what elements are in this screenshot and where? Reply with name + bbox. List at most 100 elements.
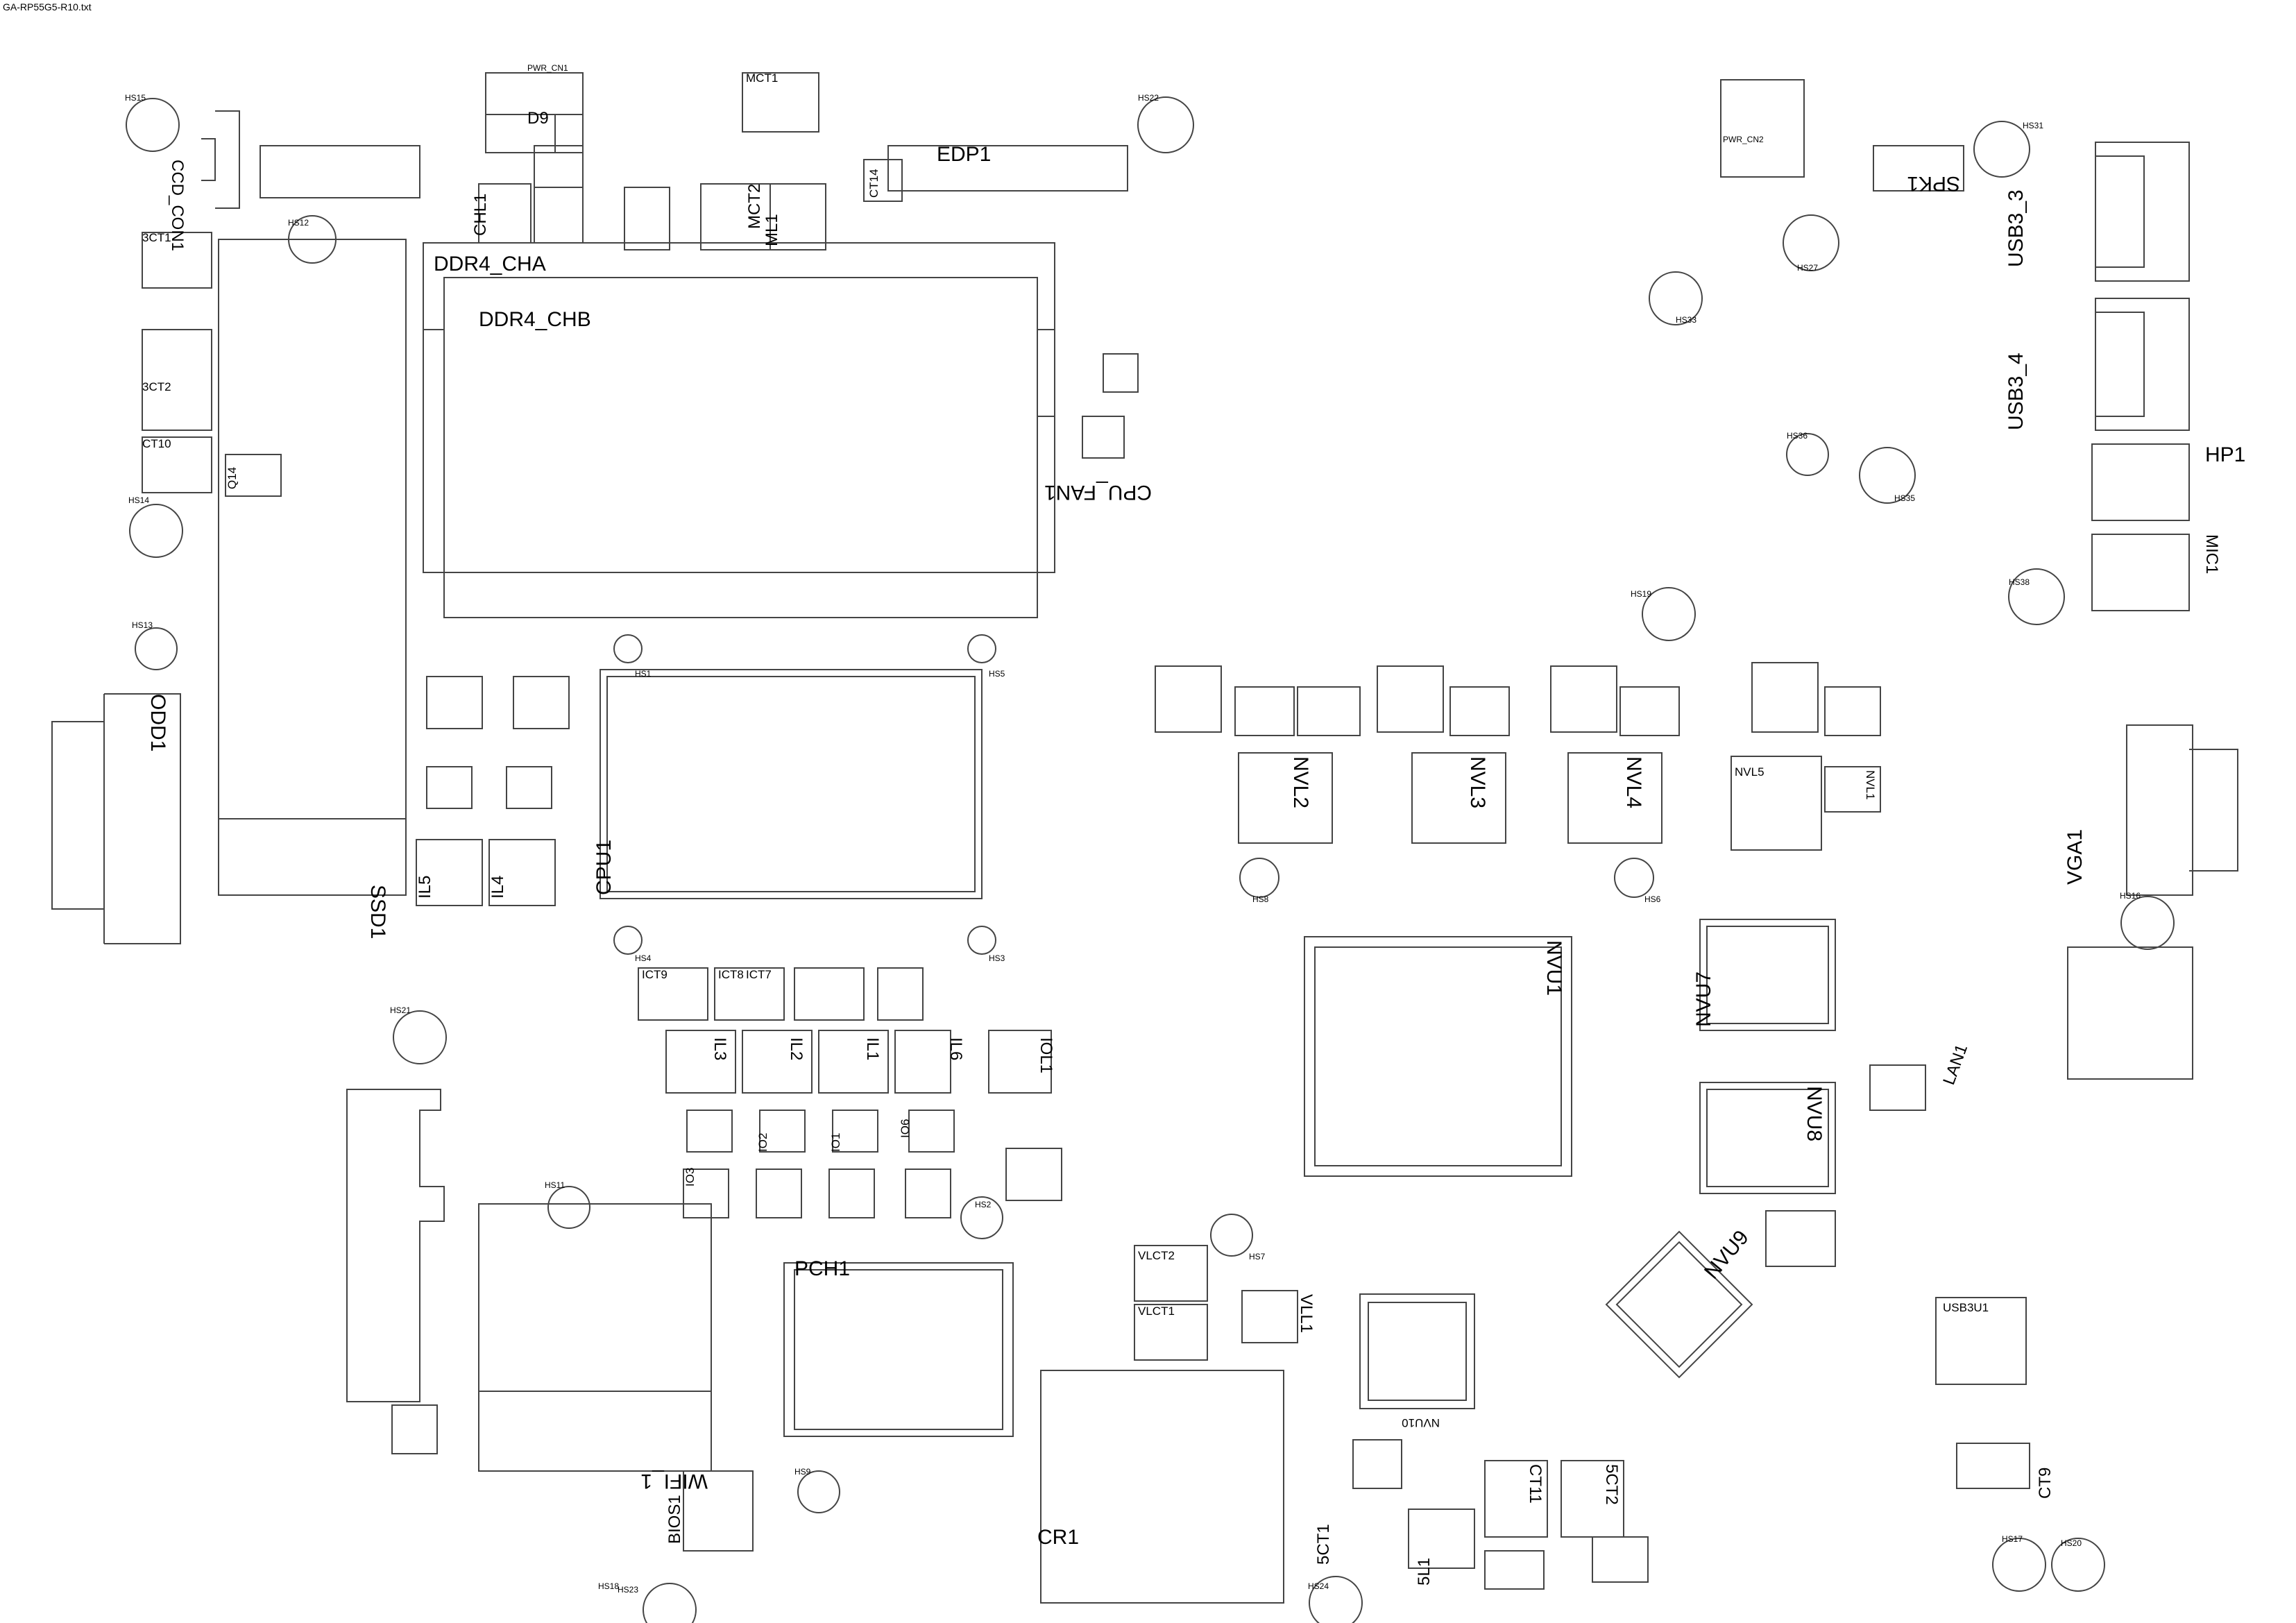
ict3-component	[683, 1169, 729, 1218]
pch1-label: PCH1	[794, 1257, 850, 1280]
nvl3-inductor	[1411, 752, 1506, 844]
ict6-component	[905, 1169, 951, 1218]
vga1-label: VGA1	[2064, 829, 2086, 885]
nvl4-label: NVL4	[1622, 756, 1645, 808]
il1-label: IL1	[863, 1037, 882, 1060]
nvu7-label: NVU7	[1692, 971, 1715, 1027]
hs21-mounting-hole	[393, 1010, 447, 1064]
hs1-label: HS1	[635, 669, 652, 679]
ccd-con1-connector	[201, 110, 240, 209]
hs19-label: HS19	[1631, 589, 1651, 599]
hs36-mounting-hole	[1786, 433, 1829, 476]
hs3-mounting-hole	[967, 926, 996, 955]
hs24-mounting-hole	[1309, 1576, 1363, 1623]
nvu8-label: NVU8	[1803, 1086, 1826, 1141]
5ct1-component	[1352, 1439, 1402, 1489]
vlct2-component	[1134, 1245, 1208, 1302]
nvu7-memory	[1699, 919, 1836, 1031]
spk1-connector	[1873, 145, 1964, 192]
il4-label: IL4	[488, 876, 507, 899]
usb3-4-port	[2095, 298, 2190, 431]
io6-component	[908, 1110, 955, 1153]
edp1-label: EDP1	[937, 143, 991, 166]
cpu-fan1-connector	[1082, 353, 1139, 459]
hs21-label: HS21	[390, 1005, 411, 1015]
hs6-mounting-hole	[1614, 858, 1654, 898]
ssd1-slot	[218, 239, 407, 896]
hp1-label: HP1	[2205, 443, 2245, 466]
ccd-con1-label: CCD_CON1	[168, 160, 187, 251]
3ct1-component	[142, 232, 212, 289]
ml1-inductor	[769, 183, 826, 250]
hs22-label: HS22	[1138, 93, 1159, 103]
nvl5-label: NVL5	[1735, 765, 1764, 779]
nvl2-label: NVL2	[1289, 756, 1312, 808]
edp1-connector	[887, 145, 1128, 192]
nvu9-memory	[1605, 1230, 1753, 1379]
q34-component	[1484, 1550, 1545, 1590]
mic1-jack	[2091, 534, 2190, 611]
hs8-label: HS8	[1252, 894, 1269, 904]
il5-inductor	[416, 839, 483, 906]
ct11-component	[1484, 1460, 1548, 1538]
hs14-mounting-hole	[129, 504, 183, 558]
ict9-component	[638, 967, 708, 1021]
vga1-connector	[2126, 724, 2238, 896]
hs35-mounting-hole	[1859, 447, 1916, 504]
nvu10-label: NVU10	[1402, 1416, 1440, 1429]
hs1-mounting-hole	[613, 634, 643, 663]
mct1-label: MCT1	[746, 71, 778, 85]
io4-component	[506, 766, 552, 809]
5l1-inductor	[1408, 1509, 1475, 1569]
cpu1-label: CPU1	[593, 840, 615, 895]
ict2-component	[756, 1169, 802, 1218]
ct9-component	[1956, 1443, 2030, 1489]
cr1-card-reader	[1040, 1370, 1284, 1604]
5ct1-label: 5CT1	[1314, 1524, 1333, 1565]
hs27-label: HS27	[1797, 263, 1818, 273]
nvl1-label: NVL1	[1864, 770, 1877, 800]
mct1-component	[742, 72, 819, 133]
nvu1-label: NVU1	[1542, 940, 1565, 996]
io3-component	[686, 1110, 733, 1153]
hs7-mounting-hole	[1210, 1214, 1253, 1257]
hs9-mounting-hole	[797, 1470, 840, 1513]
hs6-label: HS6	[1644, 894, 1661, 904]
spk1-label: SPK1	[1907, 172, 1960, 195]
lan1-label: LAN1	[1939, 1042, 1971, 1087]
5ct2-label: 5CT2	[1602, 1464, 1621, 1505]
ict9-label: ICT9	[642, 968, 667, 981]
io2-label: IO2	[756, 1133, 769, 1152]
ioct1-component	[1005, 1148, 1062, 1201]
pwr-cn1-label: PWR_CN1	[527, 63, 568, 73]
ct10-component	[142, 436, 212, 493]
hs31-label: HS31	[2023, 121, 2043, 130]
il5-label: IL5	[416, 876, 434, 899]
hs15-label: HS15	[125, 93, 146, 103]
3ct2-label: 3CT2	[142, 380, 171, 393]
nvl4-inductor	[1567, 752, 1663, 844]
wifi1-label: WIFI_1	[640, 1470, 708, 1493]
hs17-mounting-hole	[1992, 1538, 2046, 1592]
il6-label: IL6	[946, 1037, 965, 1060]
usb3u1-label: USB3U1	[1943, 1301, 1989, 1314]
hs38-mounting-hole	[2008, 568, 2065, 625]
nvct8-component	[1765, 1210, 1836, 1267]
nvu8-memory	[1699, 1082, 1836, 1194]
io1-label: IO1	[829, 1133, 842, 1152]
top-left-connector	[260, 145, 420, 198]
q1-component	[391, 1404, 438, 1454]
hs16-label: HS16	[2120, 891, 2141, 901]
hs5-label: HS5	[989, 669, 1005, 679]
ct14-component	[863, 159, 903, 202]
3ct2-component	[142, 329, 212, 431]
hs13-mounting-hole	[135, 627, 178, 670]
vlct2-label: VLCT2	[1138, 1249, 1175, 1262]
left-io-shield	[346, 1089, 445, 1402]
file-title: GA-RP55G5-R10.txt	[3, 1, 92, 12]
hs4-mounting-hole	[613, 926, 643, 955]
il6-inductor	[894, 1030, 951, 1094]
ml1-label: ML1	[763, 214, 781, 246]
ssd1-label: SSD1	[366, 885, 389, 939]
usb3-4-label: USB3_4	[2005, 352, 2027, 430]
